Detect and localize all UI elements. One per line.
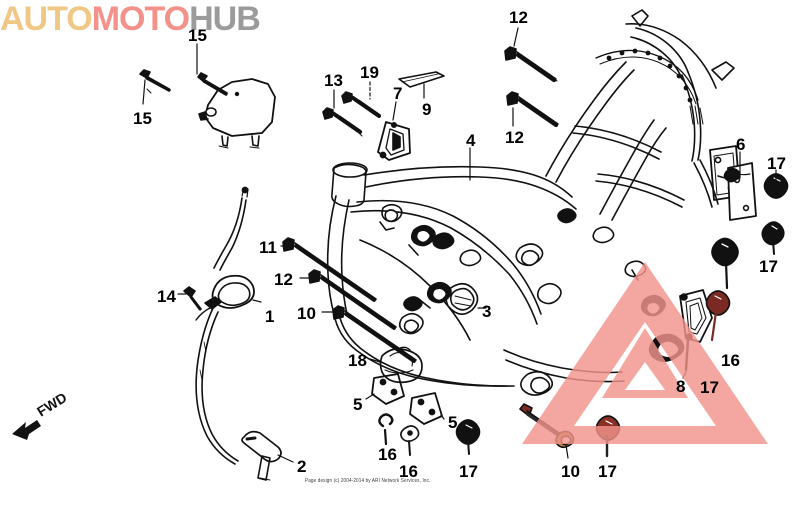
part-15-bolt-left bbox=[139, 69, 171, 94]
leader-5-a bbox=[365, 393, 375, 400]
part-17-nut-bottom-center bbox=[595, 415, 621, 458]
part-2-cable-end bbox=[241, 430, 282, 481]
part-6-hanger-plates bbox=[709, 145, 757, 221]
callout-number-10: 10 bbox=[561, 462, 580, 481]
part-17-nut-bottom-left bbox=[455, 419, 481, 455]
part-18-damper bbox=[379, 346, 423, 384]
callout-number-12: 12 bbox=[274, 270, 293, 289]
copyright-notice: Page design (c) 2004-2014 by ARI Network… bbox=[305, 477, 431, 484]
leader-12-upper bbox=[513, 27, 519, 47]
left-arrow-icon bbox=[12, 420, 41, 440]
part-16-clip-a bbox=[378, 413, 394, 446]
callout-number-5: 5 bbox=[353, 395, 363, 414]
callout-number-10: 10 bbox=[297, 304, 316, 323]
part-15-bolt-upper bbox=[197, 72, 228, 96]
part-19-bolt bbox=[341, 91, 381, 118]
callout-number-13: 13 bbox=[324, 71, 343, 90]
callout-number-11: 11 bbox=[259, 238, 277, 257]
part-16-grommet-right bbox=[711, 237, 739, 290]
callout-number-9: 9 bbox=[422, 100, 432, 119]
part-battery-box bbox=[198, 78, 276, 149]
callout-number-2: 2 bbox=[297, 457, 307, 476]
leader-5-b bbox=[440, 414, 445, 420]
part-16-clip-b bbox=[400, 425, 420, 456]
callout-number-5: 5 bbox=[448, 413, 458, 432]
watermark-part-hub: HUB bbox=[189, 0, 261, 38]
leader-18 bbox=[369, 358, 381, 363]
callout-number-15: 15 bbox=[188, 26, 207, 45]
watermark-part-moto: MOTO bbox=[91, 0, 190, 38]
callout-number-16: 16 bbox=[399, 462, 418, 481]
callout-number-12: 12 bbox=[505, 128, 524, 147]
part-1-cable-assembly bbox=[195, 186, 255, 465]
part-11-long-bolt bbox=[282, 237, 377, 302]
callout-number-19: 19 bbox=[360, 63, 379, 82]
callout-number-12: 12 bbox=[509, 8, 528, 27]
callout-number-3: 3 bbox=[482, 302, 492, 321]
part-9-plate bbox=[398, 71, 445, 88]
callout-number-6: 6 bbox=[736, 135, 746, 154]
callout-number-1: 1 bbox=[265, 307, 275, 326]
callout-number-17: 17 bbox=[598, 462, 617, 481]
leader-15-left bbox=[142, 79, 146, 105]
callout-number-14: 14 bbox=[157, 287, 176, 306]
callout-number-17: 17 bbox=[767, 154, 786, 173]
part-12-bolt-center bbox=[308, 269, 397, 330]
callout-number-16: 16 bbox=[721, 351, 740, 370]
part-17-nut-right-upper bbox=[763, 173, 789, 199]
part-17-nut-right-lower bbox=[761, 221, 785, 255]
leader-1 bbox=[252, 299, 262, 303]
watermark-part-auto: AUTO bbox=[0, 0, 93, 38]
part-12-bolt-lower bbox=[506, 91, 559, 128]
callout-number-17: 17 bbox=[459, 462, 478, 481]
part-5-plate-a bbox=[371, 373, 405, 405]
callout-number-17: 17 bbox=[759, 257, 778, 276]
part-12-bolt-upper bbox=[504, 46, 558, 83]
leader-7 bbox=[392, 101, 397, 121]
callout-number-4: 4 bbox=[466, 131, 476, 150]
part-13-bolt bbox=[322, 107, 363, 137]
part-7-bracket bbox=[377, 121, 411, 161]
part-4-main-frame bbox=[326, 9, 735, 396]
leader-2 bbox=[277, 454, 294, 463]
forward-direction-indicator: FWD bbox=[8, 389, 78, 448]
part-14-screw bbox=[183, 286, 202, 311]
callout-number-8: 8 bbox=[676, 377, 686, 396]
part-10-bolt-bottom bbox=[519, 403, 575, 449]
callout-number-16: 16 bbox=[378, 445, 397, 464]
part-5-plate-b bbox=[409, 392, 443, 425]
callout-number-15: 15 bbox=[133, 109, 152, 128]
callout-number-7: 7 bbox=[393, 84, 403, 103]
callout-number-18: 18 bbox=[348, 351, 367, 370]
part-17-nut-near-8 bbox=[705, 290, 731, 342]
callout-number-17: 17 bbox=[700, 378, 719, 397]
leader-10-bottom bbox=[565, 444, 569, 459]
